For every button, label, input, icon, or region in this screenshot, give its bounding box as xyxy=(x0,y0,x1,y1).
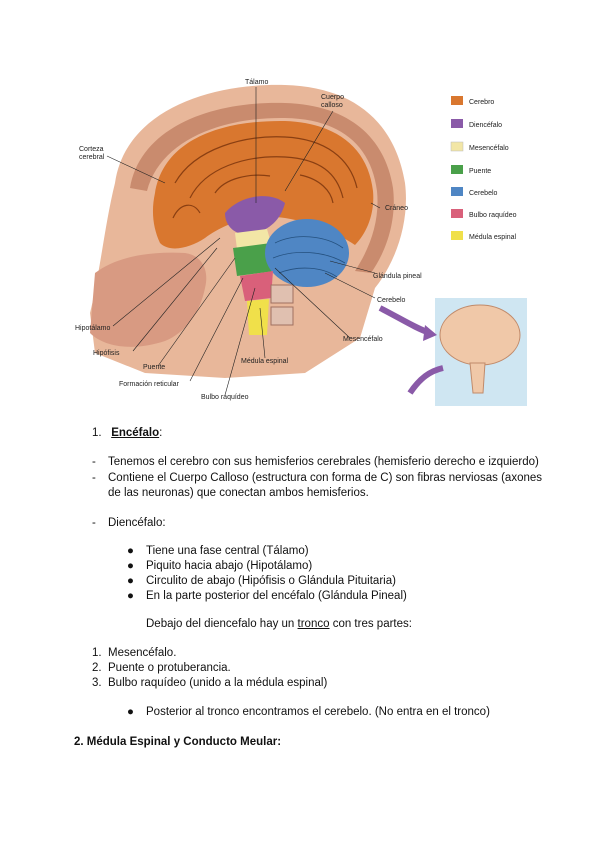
label-cerebelo: Cerebelo xyxy=(377,297,406,304)
brain-diagram-svg: Tálamo Cuerpo calloso Corteza cerebral C… xyxy=(75,79,527,406)
section-1-title: Encéfalo xyxy=(111,427,160,439)
label-hipofisis: Hipófisis xyxy=(93,350,120,357)
legend-swatch xyxy=(451,231,463,240)
label-formacion-reticular: Formación reticular xyxy=(119,381,180,388)
numbered-item: Bulbo raquídeo (unido a la médula espina… xyxy=(108,677,328,689)
legend-item: Cerebelo xyxy=(451,187,498,197)
legend-label: Mesencéfalo xyxy=(469,145,509,152)
label-cuerpo-calloso-2: calloso xyxy=(321,102,343,109)
dash-marker: - xyxy=(92,517,96,529)
label-corteza-2: cerebral xyxy=(79,154,105,161)
bullet-item: Tiene una fase central (Tálamo) xyxy=(146,545,309,557)
mini-brainstem xyxy=(469,362,486,394)
dash-item: Tenemos el cerebro con sus hemisferios c… xyxy=(108,456,539,468)
spinal-cord xyxy=(247,299,269,335)
numbered-marker: 3. xyxy=(92,677,102,689)
label-talamo: Tálamo xyxy=(245,79,268,86)
numbered-marker: 1. xyxy=(92,647,102,659)
label-cuerpo-calloso: Cuerpo xyxy=(321,94,344,101)
bullet-icon: ● xyxy=(127,590,134,602)
bullet-icon: ● xyxy=(127,545,134,557)
legend-item: Puente xyxy=(451,165,491,175)
cerebellum-folia xyxy=(272,236,346,278)
numbered-marker: 2. xyxy=(92,662,102,674)
numbered-item: Mesencéfalo. xyxy=(108,647,177,659)
legend-item: Bulbo raquídeo xyxy=(451,209,517,219)
legend-label: Diencéfalo xyxy=(469,122,502,129)
legend-swatch xyxy=(451,165,463,174)
legend-swatch xyxy=(451,96,463,105)
label-craneo: Cráneo xyxy=(385,205,408,212)
legend-item: Diencéfalo xyxy=(451,119,502,129)
label-bulbo-raquideo: Bulbo raquídeo xyxy=(201,394,249,401)
face-region xyxy=(90,252,207,347)
section-1-colon: : xyxy=(159,427,163,439)
legend-item: Mesencéfalo xyxy=(450,141,509,152)
bullet-icon: ● xyxy=(127,560,134,572)
legend-swatch xyxy=(450,141,464,152)
vertebra xyxy=(270,306,294,326)
tronco-before: Debajo del diencefalo hay un xyxy=(146,618,298,630)
bullet-item: En la parte posterior del encéfalo (Glán… xyxy=(146,590,407,602)
brain-diagram: Tálamo Cuerpo calloso Corteza cerebral C… xyxy=(75,73,530,408)
arrow-icon xyxy=(378,305,432,336)
label-puente: Puente xyxy=(143,364,165,371)
leader-lines xyxy=(106,87,381,396)
section-1-number: 1. xyxy=(92,427,102,439)
legend-label: Cerebro xyxy=(469,99,494,106)
bullet-icon: ● xyxy=(127,706,134,718)
legend-label: Puente xyxy=(469,168,491,175)
gyri-lines xyxy=(172,136,358,219)
bullet-item: Piquito hacia abajo (Hipotálamo) xyxy=(146,560,313,572)
legend-label: Cerebelo xyxy=(469,190,498,197)
diencefalo-label: Diencéfalo: xyxy=(108,517,166,529)
legend-swatch xyxy=(451,187,463,196)
skull-band xyxy=(130,102,394,273)
medulla xyxy=(240,271,273,301)
mini-brain xyxy=(439,304,521,366)
section-2-heading: 2. Médula Espinal y Conducto Meular: xyxy=(74,736,282,748)
tronco-sentence: Debajo del diencefalo hay un tronco con … xyxy=(146,617,412,631)
label-mesencefalo: Mesencéfalo xyxy=(343,336,383,343)
dash-marker: - xyxy=(92,456,96,468)
label-glandula-pineal: Glándula pineal xyxy=(373,273,422,280)
pons xyxy=(233,243,275,276)
section-1-heading: 1. Encéfalo: xyxy=(92,426,162,440)
tronco-after: con tres partes: xyxy=(329,618,412,630)
cerebellum xyxy=(265,219,349,287)
legend-swatch xyxy=(451,209,463,218)
label-medula-espinal: Médula espinal xyxy=(241,358,289,365)
dash-item: Contiene el Cuerpo Calloso (estructura c… xyxy=(108,472,543,484)
arrow-icon xyxy=(407,365,444,395)
bullet-item: Circulito de abajo (Hipófisis o Glándula… xyxy=(146,575,396,587)
bullet-icon: ● xyxy=(127,575,134,587)
vertebra xyxy=(270,284,294,304)
legend: Cerebro Diencéfalo Mesencéfalo Puente Ce… xyxy=(450,96,517,241)
dash-item-continuation: de las neuronas) que conectan ambos hemi… xyxy=(108,487,369,499)
legend-swatch xyxy=(451,119,463,128)
diencephalon xyxy=(225,196,285,235)
posterior-bullet: Posterior al tronco encontramos el cereb… xyxy=(146,706,490,718)
tronco-underlined: tronco xyxy=(297,618,330,630)
label-hipotalamo: Hipotálamo xyxy=(75,325,111,332)
legend-label: Médula espinal xyxy=(469,234,517,241)
arrow-head-icon xyxy=(423,325,437,341)
legend-label: Bulbo raquídeo xyxy=(469,212,517,219)
numbered-item: Puente o protuberancia. xyxy=(108,662,231,674)
dash-marker: - xyxy=(92,472,96,484)
legend-item: Médula espinal xyxy=(451,231,517,241)
midbrain xyxy=(235,229,271,249)
label-corteza: Corteza xyxy=(79,146,104,153)
legend-item: Cerebro xyxy=(451,96,494,106)
